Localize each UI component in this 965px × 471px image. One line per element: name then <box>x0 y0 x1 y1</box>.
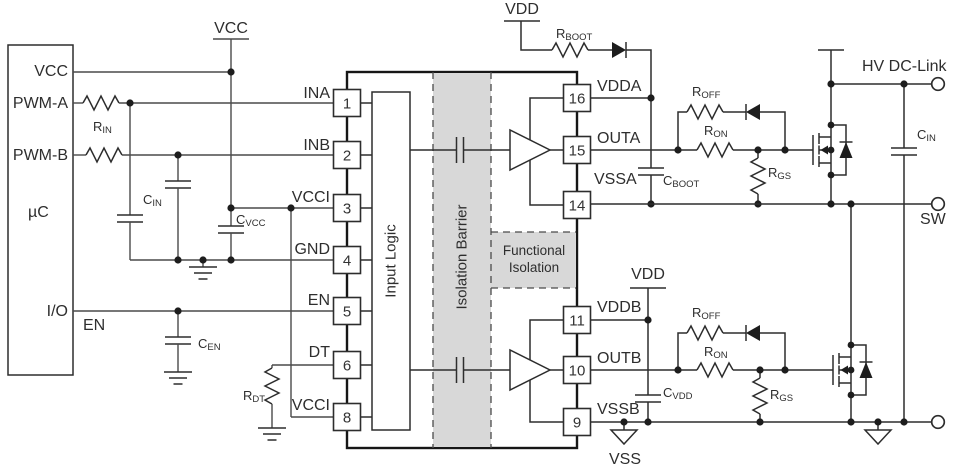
pin-label-dt: DT <box>308 344 330 361</box>
pin-number-2: 2 <box>342 147 352 165</box>
pin-label-vcci2: VCCI <box>291 397 330 414</box>
pin-label-vdda: VDDA <box>597 78 642 95</box>
component-label-rgs-b: RGS <box>770 387 794 404</box>
pin-number-16: 16 <box>568 90 586 108</box>
turn-off-diode-a <box>745 103 761 121</box>
component-label-cboot: CBOOT <box>663 173 700 190</box>
input-logic-block <box>371 91 411 431</box>
vss-ground-symbol <box>610 429 638 445</box>
component-label-cin-right: CIN <box>917 127 936 144</box>
mcu-block <box>7 44 74 376</box>
component-label-ron-b: RON <box>704 344 728 361</box>
vss-label: VSS <box>608 451 642 468</box>
mcu-pin-pwm-a: PWM-A <box>12 95 68 112</box>
pin-label-vcci: VCCI <box>291 189 330 206</box>
component-label-cvcc: CVCC <box>236 212 266 229</box>
vdd-top-label: VDD <box>505 1 539 18</box>
power-ground-symbol <box>864 429 892 445</box>
component-label-roff-a: ROFF <box>692 84 721 101</box>
turn-off-diode-b <box>745 324 761 342</box>
pin-number-8: 8 <box>342 409 352 427</box>
pin-label-vssb: VSSB <box>597 401 640 418</box>
terminal-label-sw: SW <box>920 211 946 228</box>
pin-number-15: 15 <box>568 142 586 160</box>
input-logic-label: Input Logic <box>382 224 400 298</box>
power-stage <box>590 49 946 445</box>
pin-label-outa: OUTA <box>597 130 641 147</box>
component-label-rgs-a: RGS <box>768 165 792 182</box>
component-label-ron-a: RON <box>704 123 728 140</box>
pin-label-vddb: VDDB <box>597 299 642 316</box>
bootstrap-diode <box>611 41 627 59</box>
isolation-barrier-label: Isolation Barrier <box>453 204 471 310</box>
component-label-cin: CIN <box>143 192 162 209</box>
pin-number-3: 3 <box>342 200 352 218</box>
mcu-pin-vcc: VCC <box>34 63 68 80</box>
pin-number-4: 4 <box>342 252 352 270</box>
pin-number-10: 10 <box>568 362 586 380</box>
pin-label-gnd: GND <box>294 241 330 258</box>
mcu-label: µC <box>28 204 49 221</box>
ic-pin-squares <box>332 83 592 437</box>
pin-number-14: 14 <box>568 197 586 215</box>
driver-buffer-b <box>509 348 552 392</box>
component-label-rdt: RDT <box>243 388 266 405</box>
gate-driver-ic <box>332 70 592 450</box>
input-side-wiring <box>73 38 334 441</box>
component-label-rin: RIN <box>93 119 112 136</box>
mcu-pin-pwm-b: PWM-B <box>12 147 68 164</box>
pin-label-vssa: VSSA <box>594 171 637 188</box>
pin-number-1: 1 <box>342 95 352 113</box>
low-side-mosfet <box>832 335 874 405</box>
pin-number-11: 11 <box>569 312 585 330</box>
pin-label-en: EN <box>307 292 330 309</box>
component-label-rboot: RBOOT <box>556 26 593 43</box>
pin-label-ina: INA <box>303 85 330 102</box>
net-label-en: EN <box>83 317 106 334</box>
pin-label-outb: OUTB <box>597 350 642 367</box>
vcc-supply-label: VCC <box>214 20 248 37</box>
high-side-mosfet <box>812 115 854 185</box>
component-label-cen: CEN <box>198 336 221 353</box>
vdd-bottom-label: VDD <box>631 266 665 283</box>
pin-label-inb: INB <box>303 137 330 154</box>
pin-number-6: 6 <box>342 357 352 375</box>
terminal-label-hv-dc-link: HV DC-Link <box>862 58 947 75</box>
mcu-pin-io: I/O <box>46 303 68 320</box>
channel-b-output-network <box>590 287 833 422</box>
hv-dc-link-terminal <box>930 76 946 92</box>
pin-number-5: 5 <box>342 303 352 321</box>
sw-terminal <box>930 196 946 212</box>
pin-number-9: 9 <box>572 414 582 432</box>
driver-buffer-a <box>509 128 552 172</box>
channel-a-output-network <box>504 20 813 208</box>
functional-isolation-label: Functional Isolation <box>502 243 566 275</box>
component-label-roff-b: ROFF <box>692 305 721 322</box>
bottom-rail-terminal <box>930 414 946 430</box>
component-label-cvdd: CVDD <box>663 385 693 402</box>
